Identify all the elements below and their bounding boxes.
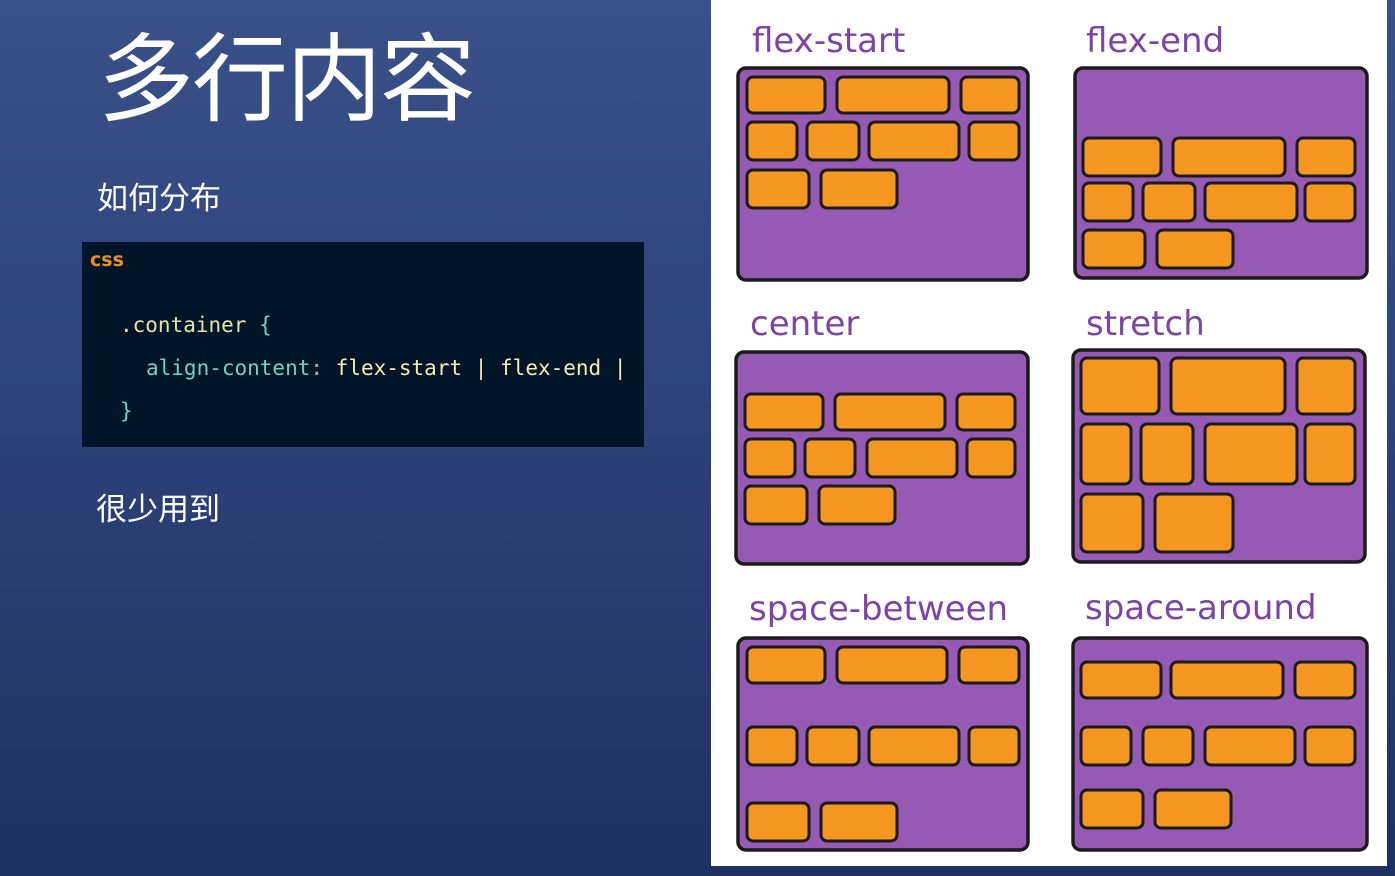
flex-item (959, 75, 1021, 115)
slide-note: 很少用到 (96, 492, 220, 528)
flex-item (1303, 422, 1357, 486)
panel-items (745, 645, 1021, 843)
flex-item (745, 725, 799, 767)
flex-item (967, 725, 1021, 767)
flex-item (1081, 228, 1147, 270)
code-selector: .container (120, 313, 247, 337)
flex-item (957, 645, 1021, 685)
panel-caption: flex-end (1086, 21, 1224, 61)
flex-item (743, 437, 797, 479)
flex-item (1081, 136, 1163, 178)
flex-item (1295, 356, 1357, 416)
flex-item (1203, 422, 1299, 486)
code-open-brace: { (259, 313, 272, 337)
flex-item (1079, 492, 1145, 554)
panel-items (1081, 136, 1357, 270)
flex-item (867, 120, 961, 162)
flex-item (805, 725, 861, 767)
panel-space-between: space-between (736, 589, 1030, 852)
flex-item (967, 120, 1021, 162)
code-close-brace: } (120, 399, 133, 423)
panel-caption: stretch (1086, 304, 1205, 344)
flex-item (1079, 422, 1133, 486)
code-colon: : (310, 356, 324, 380)
panel-items (1079, 660, 1357, 830)
code-line-close: } (120, 399, 133, 423)
flex-item (745, 120, 799, 162)
panel-items (1079, 356, 1357, 554)
flex-item (819, 801, 899, 843)
panel-flex-end: flex-end (1073, 21, 1369, 280)
flex-item (1081, 181, 1135, 223)
panel-caption: space-between (749, 589, 1008, 629)
slide-title: 多行内容 (98, 24, 476, 136)
flex-item (1141, 725, 1195, 767)
flex-item (1141, 181, 1197, 223)
flex-item (745, 75, 827, 115)
illustration-canvas: flex-start flex-end (734, 21, 1369, 852)
flex-item (817, 484, 897, 526)
flex-item (965, 437, 1017, 479)
panel-items (743, 392, 1017, 526)
flex-item (1155, 228, 1235, 270)
flex-item (745, 168, 811, 210)
panel-flex-start: flex-start (736, 21, 1030, 282)
flex-item (835, 75, 951, 115)
panel-caption: flex-start (752, 21, 905, 61)
panel-center: center (734, 304, 1030, 566)
code-line-selector: .container { (120, 313, 272, 337)
flex-item (1169, 356, 1287, 416)
flex-item (743, 484, 809, 526)
flex-item (1079, 356, 1161, 416)
flex-item (1171, 136, 1287, 178)
slide-subtitle: 如何分布 (97, 181, 221, 217)
flex-item (1079, 788, 1145, 830)
code-value: flex-start | flex-end | (323, 356, 627, 380)
panel-stretch: stretch (1071, 304, 1367, 564)
flex-item (1153, 492, 1235, 554)
flex-item (819, 168, 899, 210)
flex-item (1303, 181, 1357, 223)
panel-space-around: space-around (1071, 588, 1369, 852)
flex-item (1203, 725, 1297, 767)
panel-items (745, 75, 1021, 210)
flex-item (1139, 422, 1195, 486)
code-block: css .container { align-content: flex-sta… (82, 242, 644, 447)
code-line-declaration: align-content: flex-start | flex-end | (146, 356, 626, 380)
flex-item (1293, 660, 1357, 700)
flex-item (1203, 181, 1299, 223)
flex-item (1303, 725, 1357, 767)
flex-item (835, 645, 949, 685)
flex-item (1079, 660, 1163, 700)
flex-item (745, 645, 827, 685)
flex-item (955, 392, 1017, 432)
flex-item (1169, 660, 1285, 700)
flex-item (1153, 788, 1233, 830)
flex-item (1295, 136, 1357, 178)
flex-item (743, 392, 825, 432)
panel-caption: space-around (1085, 588, 1317, 628)
flex-item (805, 120, 861, 162)
align-content-illustration: flex-start flex-end (711, 0, 1387, 866)
flex-item (833, 392, 947, 432)
code-property: align-content (146, 356, 311, 380)
code-language-label: css (90, 249, 124, 271)
flex-item (865, 437, 959, 479)
panel-caption: center (750, 304, 859, 344)
flex-item (745, 801, 811, 843)
flex-item (1079, 725, 1133, 767)
flex-item (867, 725, 961, 767)
flex-item (803, 437, 857, 479)
